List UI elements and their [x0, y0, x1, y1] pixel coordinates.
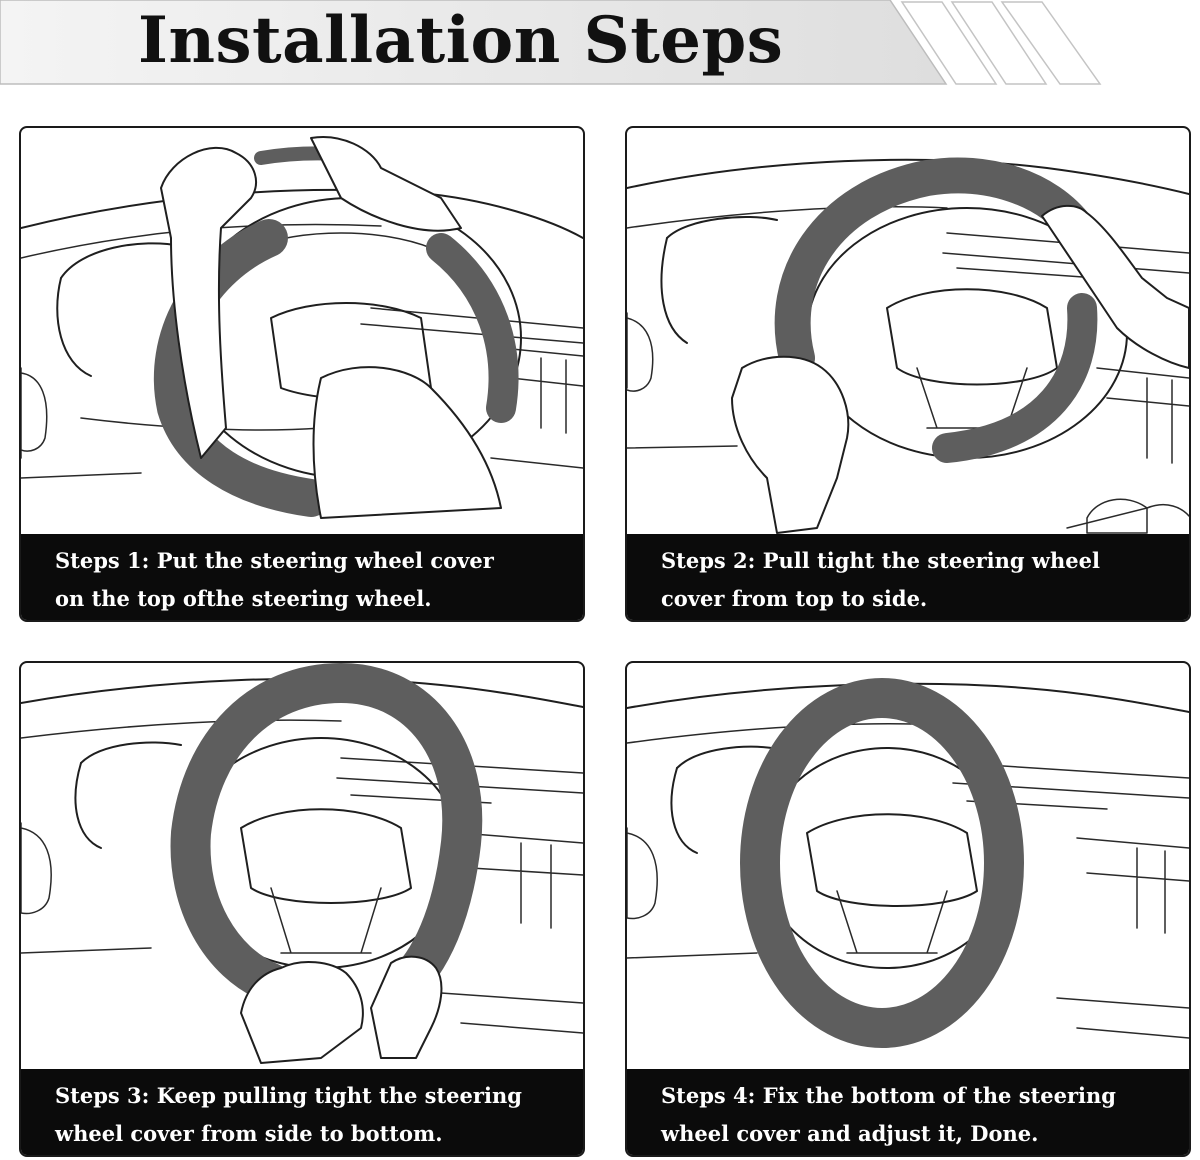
page-title: Installation Steps: [138, 3, 784, 78]
step-1-caption-line-2: on the top ofthe steering wheel.: [55, 586, 432, 611]
step-1-card: Steps 1: Put the steering wheel cover on…: [19, 126, 585, 622]
step-2-caption: Steps 2: Pull tight the steering wheel c…: [627, 534, 1189, 620]
step-3-caption-line-1: Steps 3: Keep pulling tight the steering: [55, 1083, 522, 1108]
step-1-caption-line-1: Steps 1: Put the steering wheel cover: [55, 548, 494, 573]
step-4-caption: Steps 4: Fix the bottom of the steering …: [627, 1069, 1189, 1155]
step-4-illustration: [627, 678, 1189, 1048]
step-3-caption: Steps 3: Keep pulling tight the steering…: [21, 1069, 583, 1155]
step-2-caption-line-1: Steps 2: Pull tight the steering wheel: [661, 548, 1100, 573]
step-4-caption-line-2: wheel cover and adjust it, Done.: [661, 1121, 1039, 1146]
header-banner: Installation Steps: [0, 0, 1200, 90]
step-1-caption: Steps 1: Put the steering wheel cover on…: [21, 534, 583, 620]
step-3-card: Steps 3: Keep pulling tight the steering…: [19, 661, 585, 1157]
step-2-illustration: [627, 157, 1189, 534]
step-2-card: Steps 2: Pull tight the steering wheel c…: [625, 126, 1191, 622]
step-3-caption-line-2: wheel cover from side to bottom.: [55, 1121, 443, 1146]
step-1-illustration: [21, 136, 583, 519]
step-3-illustration: [21, 663, 583, 1064]
banner-background: [0, 0, 1102, 85]
step-2-caption-line-2: cover from top to side.: [661, 586, 928, 611]
step-4-caption-line-1: Steps 4: Fix the bottom of the steering: [661, 1083, 1116, 1108]
step-4-card: Steps 4: Fix the bottom of the steering …: [625, 661, 1191, 1157]
